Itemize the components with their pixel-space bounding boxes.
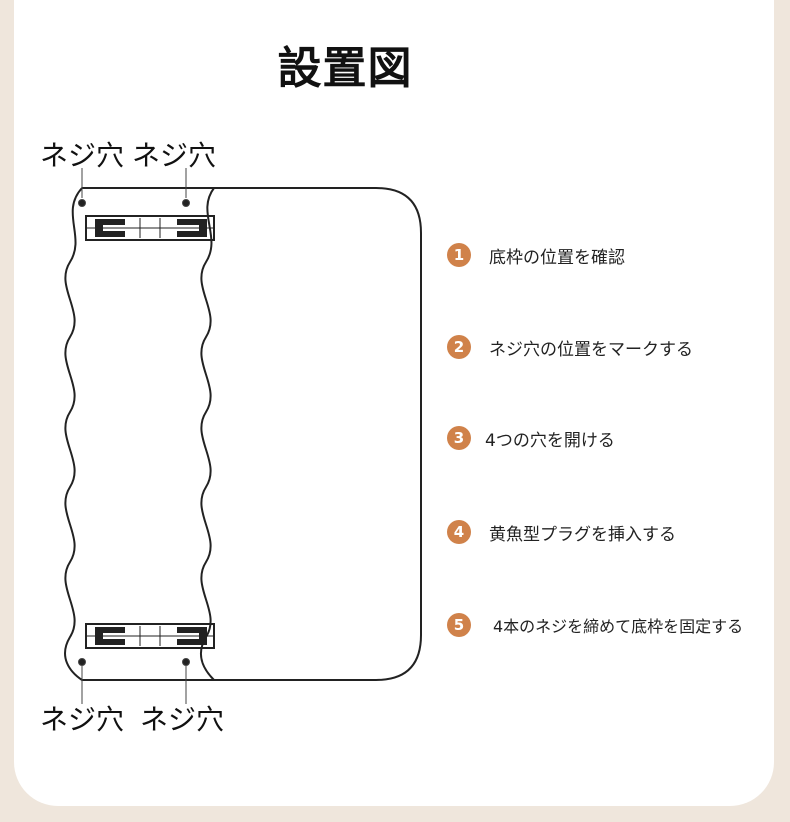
screw-hole-top-left xyxy=(78,199,86,207)
step-4: 4 黄魚型プラグを挿入する xyxy=(447,518,676,546)
step-number-badge: 2 xyxy=(447,335,471,359)
step-text: 4つの穴を開ける xyxy=(485,430,615,451)
hole-label-top-right: ネジ穴 xyxy=(132,139,217,172)
top-rail xyxy=(85,215,215,241)
wavy-left-edge xyxy=(64,187,83,681)
cabinet-body xyxy=(214,187,422,681)
step-number-badge: 1 xyxy=(447,243,471,267)
step-3: 3 4つの穴を開ける xyxy=(447,424,615,452)
hole-label-bottom-left: ネジ穴 xyxy=(40,703,125,736)
wavy-inner-edge xyxy=(200,187,215,681)
step-text: 底枠の位置を確認 xyxy=(489,247,625,268)
screw-hole-bottom-right xyxy=(182,658,190,666)
content-card xyxy=(14,0,774,806)
hole-label-bottom-right: ネジ穴 xyxy=(140,703,225,736)
step-number-badge: 3 xyxy=(447,426,471,450)
screw-hole-bottom-left xyxy=(78,658,86,666)
step-text: 4本のネジを締めて底枠を固定する xyxy=(493,617,744,636)
step-text: 黄魚型プラグを挿入する xyxy=(489,524,676,545)
screw-holes xyxy=(78,168,190,704)
hole-label-top-left: ネジ穴 xyxy=(40,139,125,172)
page-title: 設置図 xyxy=(277,43,413,94)
step-number-badge: 5 xyxy=(447,613,471,637)
step-number-badge: 4 xyxy=(447,520,471,544)
step-2: 2 ネジ穴の位置をマークする xyxy=(447,333,693,361)
step-1: 1 底枠の位置を確認 xyxy=(447,241,625,269)
screw-hole-top-right xyxy=(182,199,190,207)
step-5: 5 4本のネジを締めて底枠を固定する xyxy=(447,611,743,639)
step-text: ネジ穴の位置をマークする xyxy=(489,339,693,360)
bottom-rail xyxy=(85,623,215,649)
